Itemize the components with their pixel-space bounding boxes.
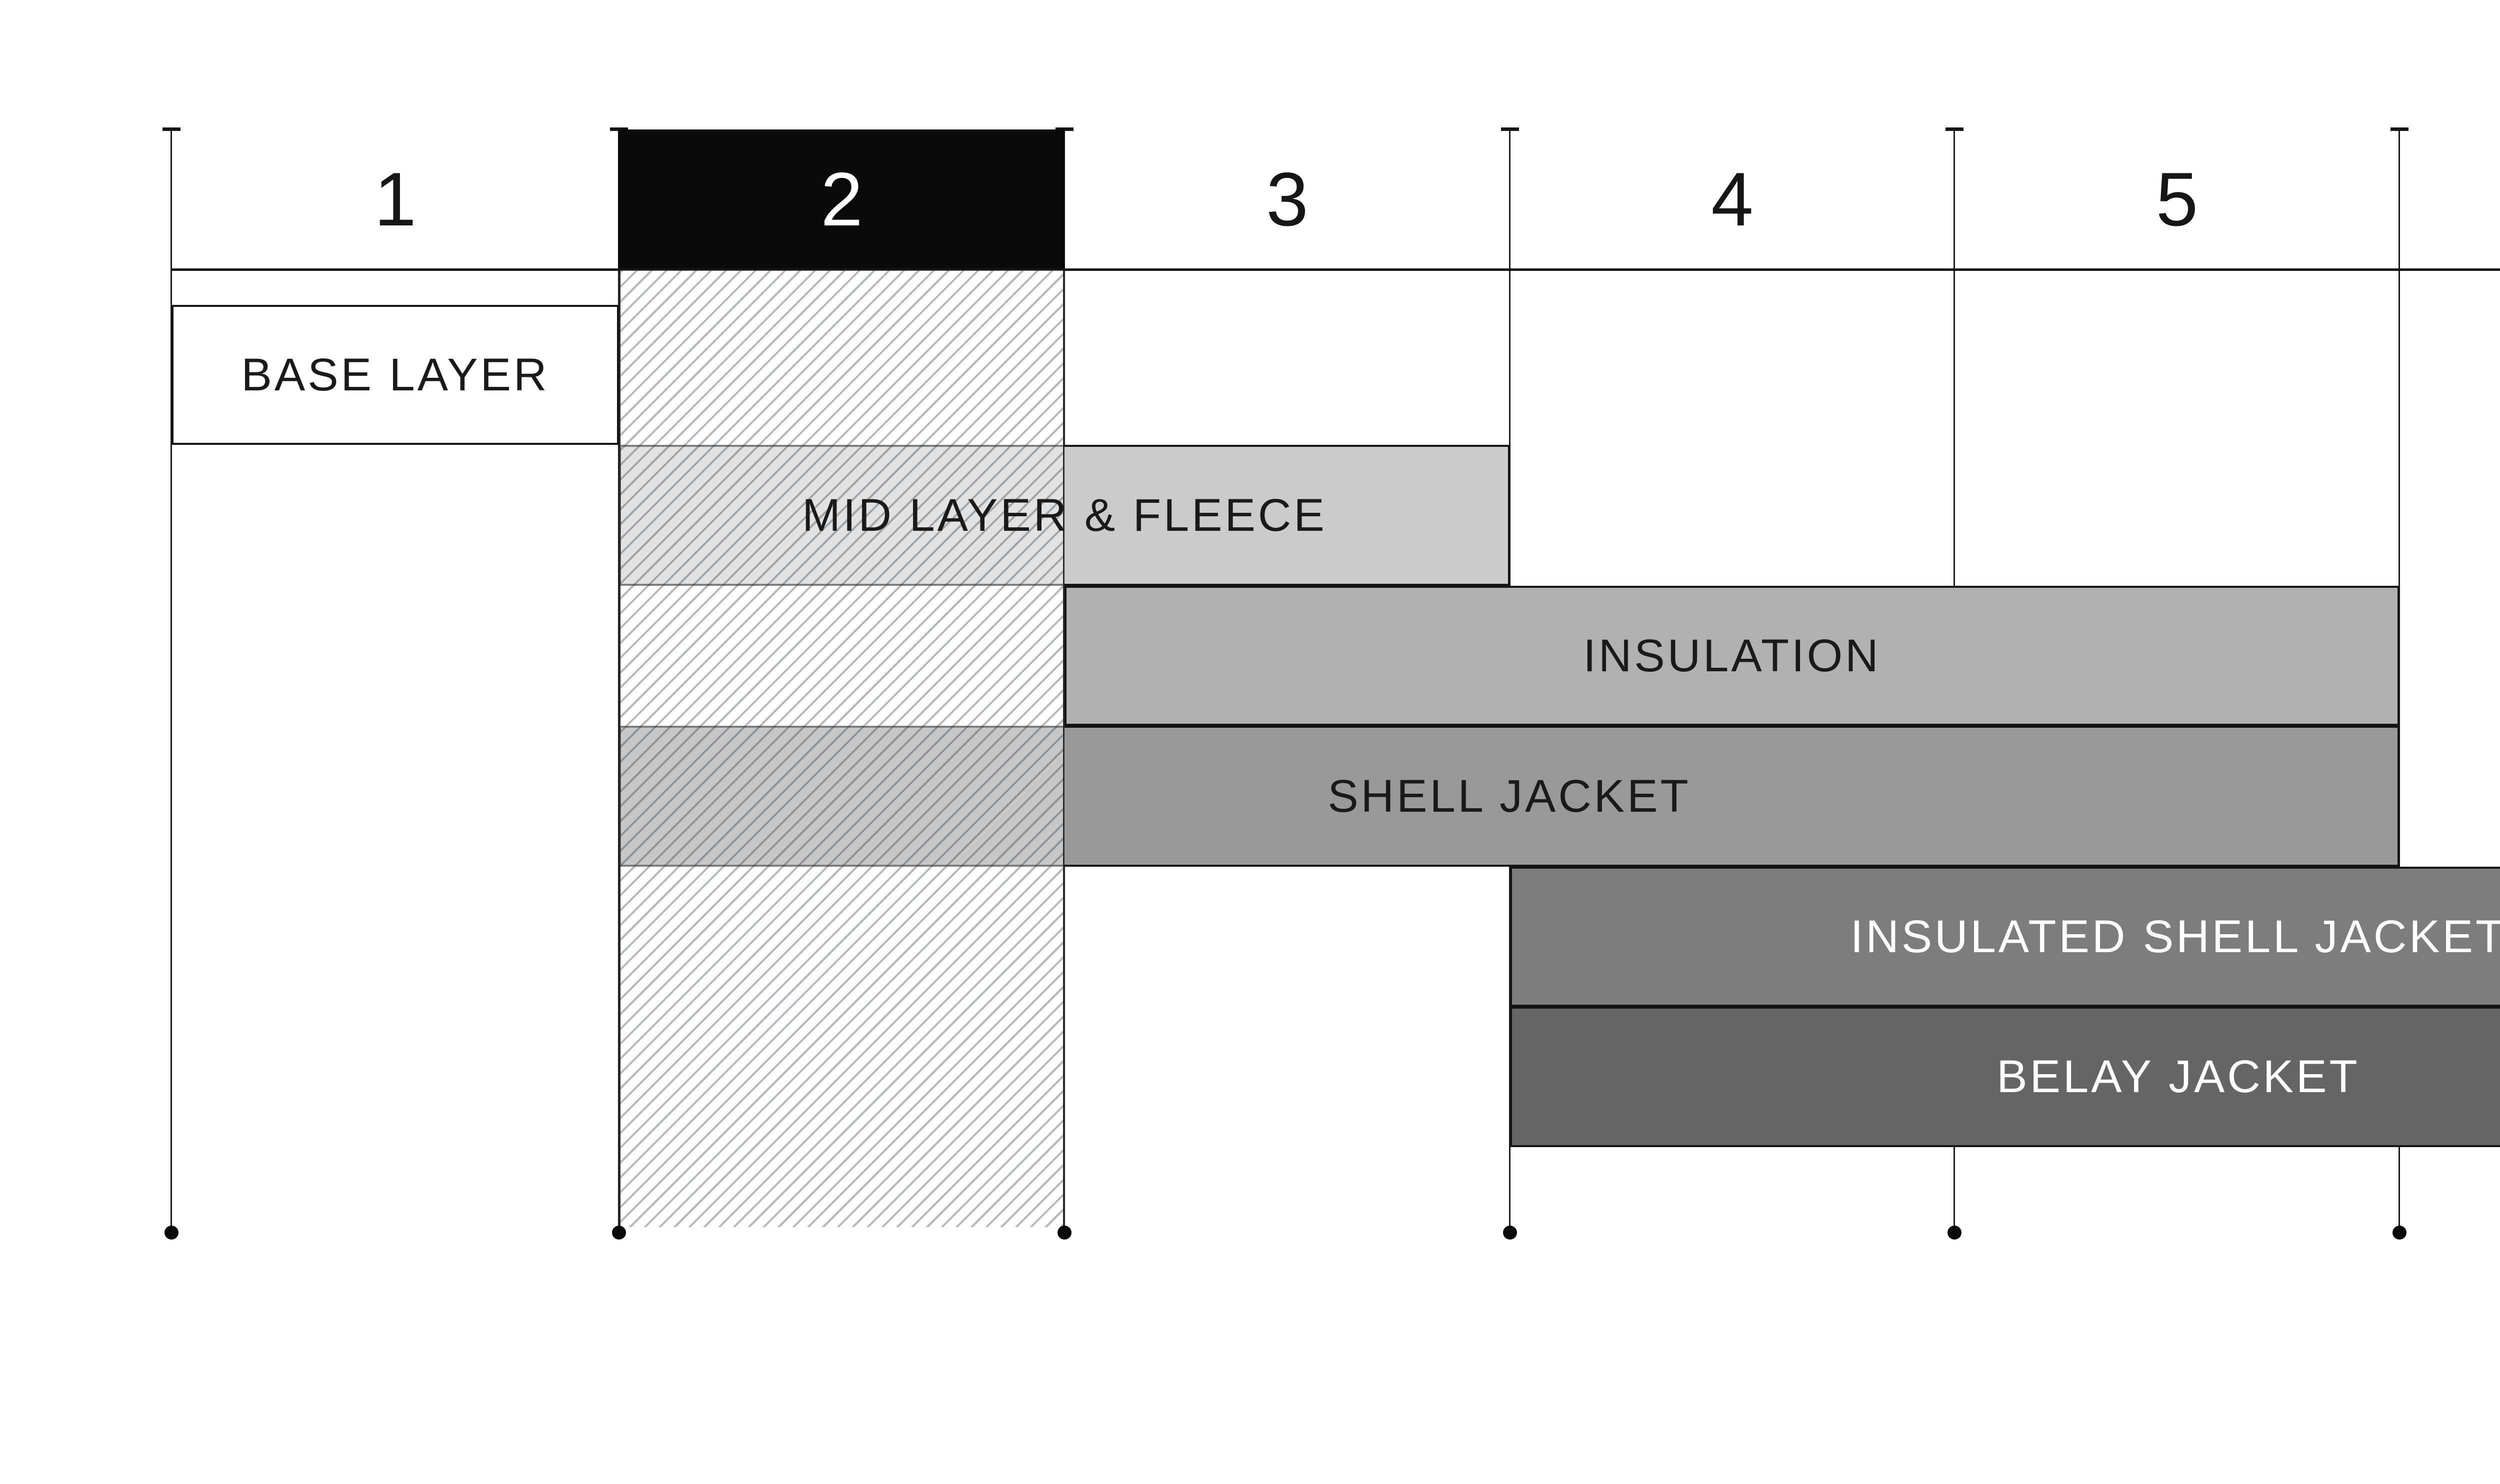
bar-insulation bbox=[1064, 586, 2400, 726]
tick-mark-icon bbox=[1946, 127, 1964, 131]
bar-label-insulation: INSULATION bbox=[1583, 630, 1881, 681]
zone-header-5: 5 bbox=[2156, 157, 2198, 242]
bar-mid-layer-fleece bbox=[619, 445, 1510, 586]
bar-base-layer bbox=[172, 305, 619, 445]
bar-insulated-shell-jacket bbox=[1510, 867, 2500, 1007]
tick-mark-icon bbox=[2390, 127, 2408, 131]
zone-end-dot bbox=[1058, 1226, 1072, 1240]
zone-end-dot bbox=[612, 1226, 626, 1240]
zone-end-dot bbox=[2392, 1226, 2406, 1240]
bar-label-mid-layer-fleece: MID LAYER & FLEECE bbox=[802, 489, 1327, 541]
zone-header-1: 1 bbox=[374, 157, 416, 242]
bar-label-shell-jacket: SHELL JACKET bbox=[1328, 770, 1691, 822]
zone-header-3: 3 bbox=[1266, 157, 1308, 242]
tick-mark-icon bbox=[610, 127, 628, 131]
zone-header-4: 4 bbox=[1711, 157, 1754, 242]
active-zone-highlight bbox=[618, 129, 1064, 270]
bar-shell-jacket bbox=[619, 726, 2400, 867]
tick-mark-icon bbox=[162, 127, 180, 131]
zone-header-6: 6 bbox=[2400, 129, 2500, 270]
zone-end-dot bbox=[1503, 1226, 1517, 1240]
zone-end-dot bbox=[1948, 1226, 1962, 1240]
bar-belay-jacket bbox=[1510, 1007, 2500, 1147]
bar-label-base-layer: BASE LAYER bbox=[241, 349, 550, 400]
zone-boundary-line-left bbox=[170, 129, 172, 1233]
zone-boundary-line-1-2 bbox=[618, 129, 620, 1233]
header-divider-line bbox=[172, 268, 2500, 271]
tick-mark-icon bbox=[1501, 127, 1519, 131]
bar-label-belay-jacket: BELAY JACKET bbox=[1996, 1051, 2360, 1102]
tick-mark-icon bbox=[1056, 127, 1074, 131]
zone-end-dot bbox=[164, 1226, 178, 1240]
bar-label-insulated-shell-jacket: INSULATED SHELL JACKET bbox=[1850, 911, 2500, 962]
zone-header-2-active: 2 bbox=[820, 157, 863, 242]
transition-zone-hatch bbox=[619, 270, 1064, 1227]
